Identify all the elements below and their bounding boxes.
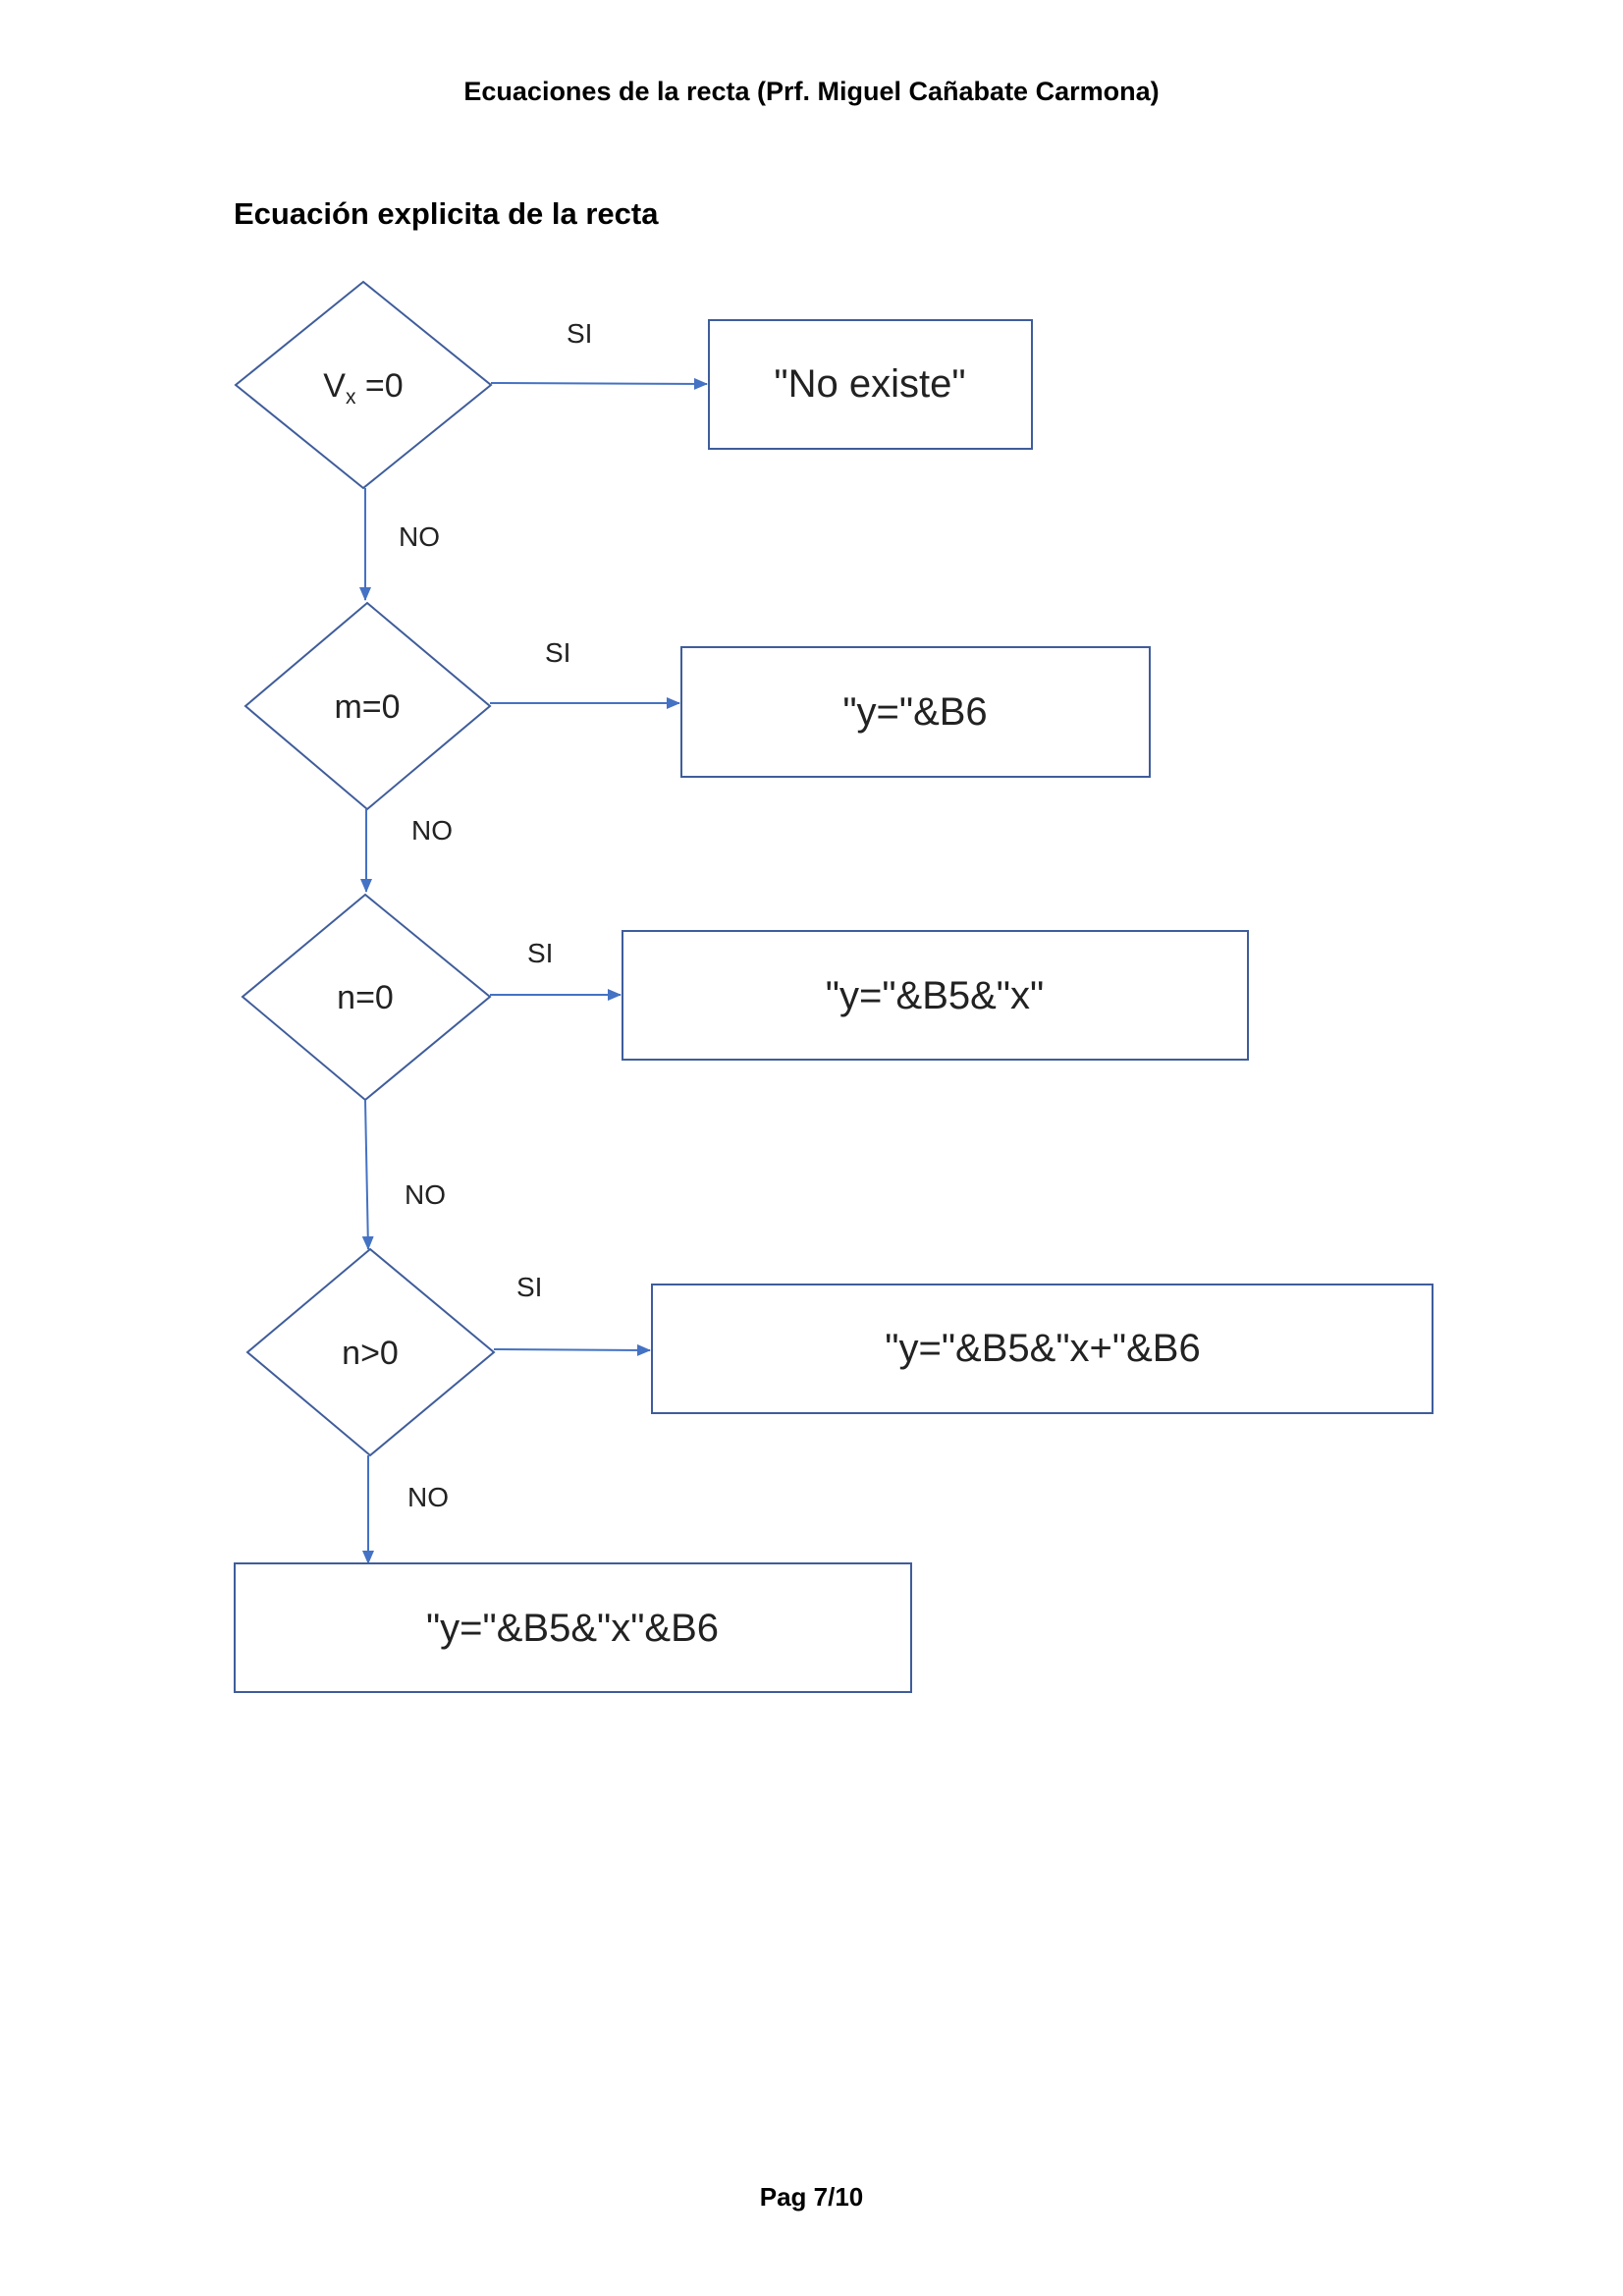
arrow-n-eq-no: [361, 1099, 374, 1250]
label-vx-no: NO: [399, 521, 440, 552]
decision-vx-label: Vx =0: [323, 367, 403, 409]
result-no-existe-label: "No existe": [774, 362, 965, 406]
decision-n-eq-label: n=0: [337, 979, 394, 1016]
label-n-gt-yes: SI: [516, 1272, 542, 1302]
result-box-y-b5x: [622, 930, 1249, 1061]
result-box-no-existe: [708, 319, 1033, 450]
result-box-y-b6: [680, 646, 1151, 778]
page-header: Ecuaciones de la recta (Prf. Miguel Caña…: [463, 77, 1160, 106]
section-title: Ecuación explicita de la recta: [234, 196, 659, 231]
label-m-yes: SI: [545, 637, 570, 668]
label-m-no: NO: [411, 815, 453, 846]
result-box-y-b5x-b6: [234, 1562, 912, 1693]
result-y-b5x-b6-label: "y="&B5&"x"&B6: [426, 1607, 719, 1650]
result-y-b5x-plus-b6-label: "y="&B5&"x+"&B6: [885, 1327, 1200, 1370]
decision-vx-diamond: [234, 280, 493, 490]
result-y-b6-label: "y="&B6: [842, 690, 987, 734]
label-vx-yes: SI: [567, 318, 592, 349]
result-box-y-b5x-plus-b6: [651, 1284, 1434, 1414]
page-footer: Pag 7/10: [759, 2182, 864, 2212]
label-n-eq-yes: SI: [527, 938, 553, 968]
label-n-eq-no: NO: [405, 1179, 446, 1210]
arrow-vx-yes: [490, 377, 708, 390]
decision-n-gt-diamond: [245, 1247, 496, 1457]
arrow-n-gt-yes: [493, 1343, 651, 1356]
decision-m-label: m=0: [334, 688, 400, 726]
result-y-b5x-label: "y="&B5&"x": [826, 974, 1044, 1017]
label-n-gt-no: NO: [407, 1482, 449, 1512]
decision-n-gt-label: n>0: [342, 1335, 399, 1372]
